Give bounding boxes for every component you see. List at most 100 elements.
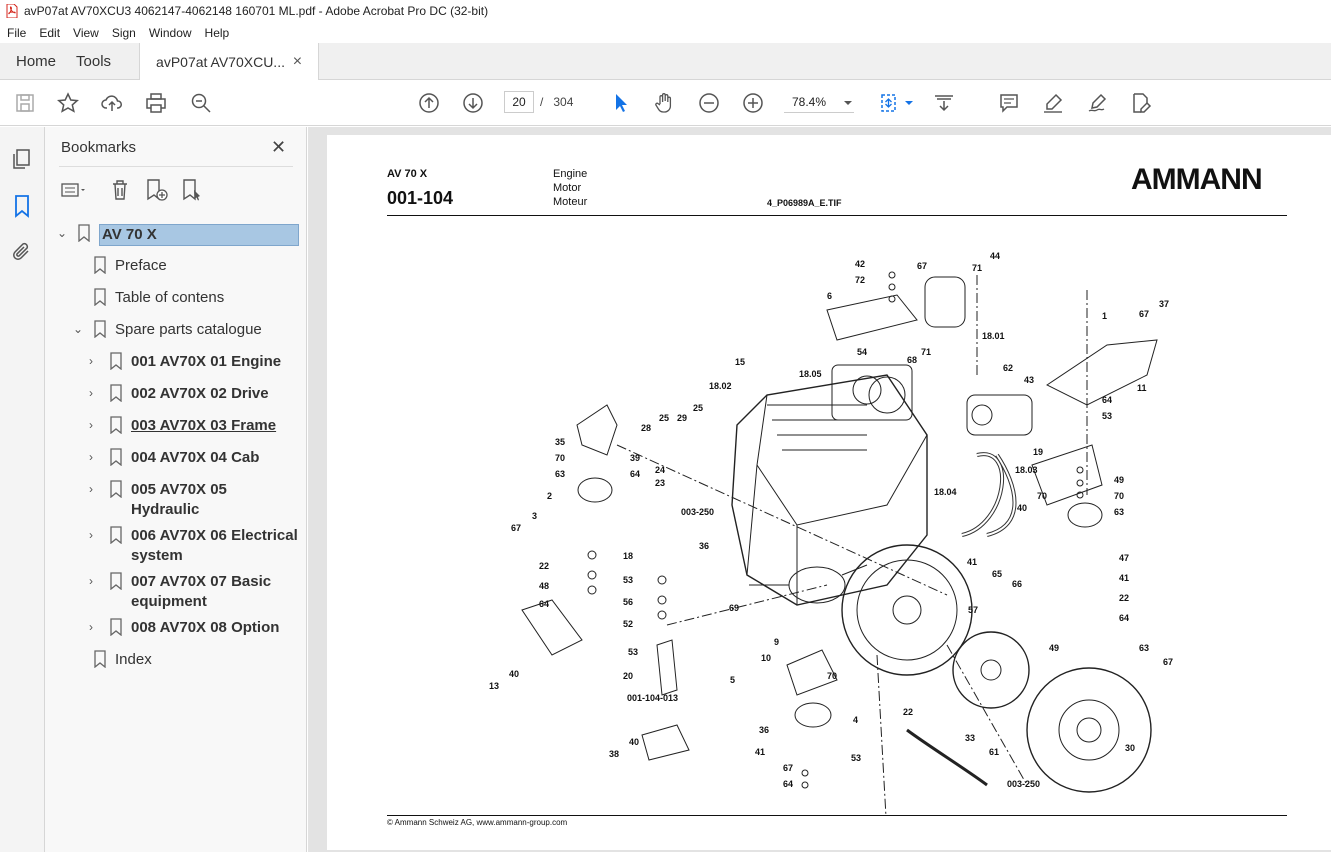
bookmarks-panel-icon[interactable] <box>10 194 34 218</box>
bookmark-item-frame[interactable]: › 003 AV70X 03 Frame <box>89 416 276 436</box>
bookmark-item-drive[interactable]: › 002 AV70X 02 Drive <box>89 384 269 404</box>
bookmark-search-icon[interactable] <box>179 177 205 203</box>
bookmark-item-hydraulic[interactable]: › 005 AV70X 05 Hydraulic <box>89 480 307 520</box>
callout-56: 53 <box>623 575 633 585</box>
page-desc-fr: Moteur <box>553 196 588 208</box>
new-bookmark-icon[interactable] <box>143 177 169 203</box>
tab-document[interactable]: avP07at AV70XCU... × <box>139 43 320 81</box>
bookmark-item-electrical[interactable]: › 006 AV70X 06 Electrical system <box>89 526 307 566</box>
menu-edit[interactable]: Edit <box>39 25 61 40</box>
callout-29: 29 <box>677 413 687 423</box>
sign-pen-icon[interactable] <box>1085 91 1109 115</box>
callout-70d: 10 <box>761 653 771 663</box>
menu-sign[interactable]: Sign <box>111 25 136 40</box>
previous-page-icon[interactable] <box>417 91 441 115</box>
menu-window[interactable]: Window <box>148 25 192 40</box>
bookmarks-close-icon[interactable]: ✕ <box>271 137 287 157</box>
callout-64c: 22 <box>1119 593 1129 603</box>
bookmark-item-cab[interactable]: › 004 AV70X 04 Cab <box>89 448 259 468</box>
zoom-in-icon[interactable] <box>741 91 765 115</box>
bookmark-item-option[interactable]: › 008 AV70X 08 Option <box>89 618 279 638</box>
callout-15: 15 <box>735 357 745 367</box>
fit-page-icon[interactable] <box>877 91 901 115</box>
scroll-mode-icon[interactable] <box>932 91 956 115</box>
page-thumbnails-icon[interactable] <box>10 147 34 171</box>
bookmark-item-av70x[interactable]: ⌄ AV 70 X <box>57 224 299 246</box>
footer-rule <box>387 815 1287 816</box>
expand-chevron-icon[interactable]: › <box>89 386 93 400</box>
bookmark-item-index[interactable]: Index <box>73 650 152 670</box>
bookmark-label: Index <box>115 651 152 668</box>
page-desc-de: Motor <box>553 182 582 194</box>
bookmark-item-spare-parts[interactable]: ⌄ Spare parts catalogue <box>73 320 262 340</box>
menu-file[interactable]: File <box>7 25 27 40</box>
callout-41c: 4 <box>853 715 858 725</box>
collapse-chevron-icon[interactable]: ⌄ <box>73 322 84 336</box>
select-cursor-icon[interactable] <box>609 91 633 115</box>
callout-53d: 64 <box>783 779 793 789</box>
bookmark-item-engine[interactable]: › 001 AV70X 01 Engine <box>89 352 281 372</box>
callout-9: 53 <box>628 647 638 657</box>
callout-65: 52 <box>623 619 633 629</box>
expand-chevron-icon[interactable]: › <box>89 418 93 432</box>
print-icon[interactable] <box>144 91 168 115</box>
document-view[interactable]: AV 70 X 001-104 Engine Motor Moteur 4_P0… <box>308 127 1331 852</box>
save-icon[interactable] <box>13 91 37 115</box>
star-bookmark-icon[interactable] <box>56 91 80 115</box>
callout-2: 2 <box>547 491 552 501</box>
zoom-search-icon[interactable] <box>189 91 213 115</box>
hand-tool-icon[interactable] <box>653 91 677 115</box>
expand-chevron-icon[interactable]: › <box>89 574 93 588</box>
expand-chevron-icon[interactable]: › <box>89 450 93 464</box>
expand-chevron-icon[interactable]: › <box>89 354 93 368</box>
tab-tools[interactable]: Tools <box>76 52 112 70</box>
callout-19: 19 <box>1033 447 1043 457</box>
callout-68: 68 <box>907 355 917 365</box>
callout-18-05: 18.05 <box>799 369 822 379</box>
page-number-input[interactable]: 20 <box>504 91 534 113</box>
bookmark-label: 006 AV70X 06 Electrical system <box>131 527 298 564</box>
tab-home[interactable]: Home <box>16 52 57 70</box>
callout-67: 67 <box>917 261 927 271</box>
attachments-paperclip-icon[interactable] <box>10 240 34 264</box>
expand-chevron-icon[interactable]: › <box>89 482 93 496</box>
callout-42: 42 <box>855 259 865 269</box>
bookmark-icon <box>110 416 122 434</box>
zoom-dropdown-chevron-icon[interactable] <box>836 91 860 115</box>
bookmark-options-icon[interactable] <box>59 177 85 203</box>
expand-chevron-icon[interactable]: › <box>89 620 93 634</box>
bookmark-label: 007 AV70X 07 Basic equipment <box>131 573 272 610</box>
bookmark-item-basic-equipment[interactable]: › 007 AV70X 07 Basic equipment <box>89 572 307 612</box>
bookmark-item-preface[interactable]: Preface <box>73 256 167 276</box>
callout-33: 22 <box>903 707 913 717</box>
page-footer: © Ammann Schweiz AG, www.ammann-group.co… <box>387 818 568 827</box>
menu-help[interactable]: Help <box>204 25 230 40</box>
bookmark-item-table-of-contents[interactable]: Table of contens <box>73 288 224 308</box>
menu-view[interactable]: View <box>73 25 99 40</box>
callout-53: 53 <box>1102 411 1112 421</box>
callout-21: 30 <box>1125 743 1135 753</box>
callout-25: 25 <box>693 403 703 413</box>
bookmark-label: 005 AV70X 05 Hydraulic <box>131 481 227 518</box>
page-code: 001-104 <box>387 188 454 208</box>
expand-chevron-icon[interactable]: › <box>89 528 93 542</box>
zoom-out-icon[interactable] <box>697 91 721 115</box>
comment-icon[interactable] <box>997 91 1021 115</box>
collapse-chevron-icon[interactable]: ⌄ <box>57 226 68 240</box>
callout-44: 44 <box>990 251 1000 261</box>
next-page-icon[interactable] <box>461 91 485 115</box>
callout-36b: 5 <box>730 675 735 685</box>
fit-dropdown-chevron-icon[interactable] <box>897 91 921 115</box>
edit-document-icon[interactable] <box>1129 91 1153 115</box>
bookmark-label: AV 70 X <box>99 224 299 246</box>
callout-41: 22 <box>539 561 549 571</box>
zoom-level-input[interactable]: 78.4% <box>784 91 854 113</box>
page-count: / 304 <box>540 95 574 109</box>
highlight-pen-icon[interactable] <box>1041 91 1065 115</box>
callout-67c: 3 <box>532 511 537 521</box>
tab-close-icon[interactable]: × <box>292 53 303 70</box>
delete-bookmark-icon[interactable] <box>107 177 133 203</box>
callout-39: 39 <box>630 453 640 463</box>
callout-48: 69 <box>729 603 739 613</box>
upload-cloud-icon[interactable] <box>100 91 124 115</box>
